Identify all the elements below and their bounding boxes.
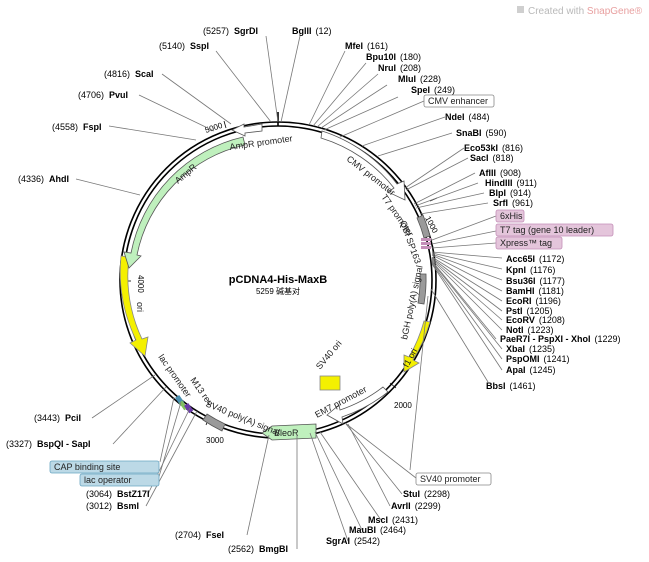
qbi-sp163-label: QBI SP163 — [398, 219, 423, 265]
site-bbsi: BbsI(1461) — [486, 381, 536, 391]
site-sgrai: SgrAI(2542) — [326, 536, 380, 546]
sv40-polya-box — [202, 413, 226, 432]
site-bamhi: BamHI(1181) — [506, 286, 564, 296]
site-ecori: EcoRI(1196) — [506, 296, 561, 306]
boxed-feature-labels: CMV enhancer 6xHis T7 tag (gene 10 leade… — [49, 94, 614, 487]
svg-text:Created with SnapGene®: Created with SnapGene® — [528, 6, 643, 17]
site-pvui: (4706)PvuI — [78, 90, 128, 100]
site-bglii: BglII(12) — [292, 26, 332, 36]
site-msci: MscI(2431) — [368, 515, 418, 525]
sv40-polya-label: SV40 poly(A) signal — [204, 399, 281, 438]
site-sgrdi: (5257)SgrDI — [203, 26, 258, 36]
site-spei: SpeI(249) — [411, 85, 455, 95]
site-eco53ki: Eco53kI(816) — [464, 143, 523, 153]
bleor-arrow — [261, 423, 317, 441]
site-avrii: AvrII(2299) — [391, 501, 441, 511]
site-paer7i: PaeR7I - PspXI - XhoI(1229) — [500, 334, 621, 344]
ori-arrow — [119, 255, 149, 357]
site-bspqi-sapi: (3327)BspQI - SapI — [6, 439, 91, 449]
site-xbai: XbaI(1235) — [506, 344, 555, 354]
site-noti: NotI(1223) — [506, 325, 554, 335]
ampr-arrow — [123, 136, 246, 269]
site-pcii: (3443)PciI — [34, 413, 81, 423]
watermark-brand: SnapGene® — [587, 6, 643, 17]
ampr-promoter-arrow — [231, 123, 263, 137]
sv40-ori-box — [319, 375, 341, 391]
site-ndei: NdeI(484) — [445, 112, 490, 122]
cmv-promoter-arrow — [320, 130, 406, 201]
f1-ori-arrow — [403, 320, 431, 373]
site-scai: (4816)ScaI — [104, 69, 154, 79]
site-kpni: KpnI(1176) — [506, 265, 555, 275]
restriction-sites: (5257)SgrDI BglII(12) (5140)SspI MfeI(16… — [6, 26, 621, 554]
xpress-tag-mark — [421, 246, 431, 249]
site-hindiii: HindIII(911) — [485, 178, 537, 188]
site-ecorv: EcoRV(1208) — [506, 315, 565, 325]
ori-label: ori — [135, 302, 145, 312]
tick-4000: 4000 — [136, 275, 145, 293]
ampr-promoter-label: AmpR promoter — [229, 133, 293, 152]
site-ahdi: (4336)AhdI — [18, 174, 69, 184]
plasmid-name: pCDNA4-His-MaxB — [229, 274, 327, 286]
watermark: Created with SnapGene® — [517, 6, 643, 17]
cmv-enhancer-label: CMV enhancer — [428, 96, 488, 106]
site-aflii: AflII(908) — [479, 168, 521, 178]
site-fsei: (2704)FseI — [175, 530, 224, 540]
site-acc65i: Acc65I(1172) — [506, 254, 564, 264]
site-bpu10i: Bpu10I(180) — [366, 52, 421, 62]
site-saci: SacI(818) — [470, 153, 514, 163]
em7-promoter-arrow — [326, 386, 389, 425]
6xhis-mark — [421, 238, 431, 241]
site-bsmi: (3012)BsmI — [86, 501, 139, 511]
site-mlui: MluI(228) — [398, 74, 441, 84]
site-blpi: BlpI(914) — [489, 188, 531, 198]
lac-promoter-label: lac promoter — [156, 352, 193, 399]
site-bstz17i: (3064)BstZ17I — [86, 489, 150, 499]
site-apai: ApaI(1245) — [506, 365, 556, 375]
plasmid-length: 5259 碱基对 — [256, 286, 300, 296]
site-pspomi: PspOMI(1241) — [506, 354, 570, 364]
watermark-prefix: Created with — [528, 6, 587, 17]
site-nrui: NruI(208) — [378, 63, 421, 73]
site-srfi: SrfI(961) — [493, 198, 533, 208]
snapgene-logo-icon — [517, 6, 524, 13]
site-snabi: SnaBI(590) — [456, 128, 507, 138]
lac-operator-mark — [184, 403, 194, 414]
site-maubi: MauBI(2464) — [349, 525, 406, 535]
site-bmgbi: (2562)BmgBI — [228, 544, 288, 554]
site-sspi: (5140)SspI — [159, 41, 209, 51]
bleor-label: BleoR — [274, 428, 299, 438]
site-stui: StuI(2298) — [403, 489, 450, 499]
sv40-promoter-label: SV40 promoter — [420, 474, 481, 484]
cap-binding-site-label: CAP binding site — [54, 462, 120, 472]
t7-tag-mark — [421, 242, 431, 245]
site-leader-lines — [75, 35, 503, 549]
site-fspi: (4558)FspI — [52, 122, 102, 132]
tick-2000: 2000 — [394, 401, 412, 410]
tick-3000: 3000 — [206, 436, 224, 445]
lac-operator-label: lac operator — [84, 475, 132, 485]
6xhis-label: 6xHis — [500, 211, 523, 221]
xpress-tag-label: Xpress™ tag — [500, 238, 552, 248]
site-bsu36i: Bsu36I(1177) — [506, 276, 565, 286]
lac-promoter-mark — [179, 400, 188, 411]
site-psti: PstI(1205) — [506, 306, 553, 316]
bgh-polya-box — [417, 273, 427, 305]
site-mfei: MfeI(161) — [345, 41, 388, 51]
sv40-ori-label: SV40 ori — [314, 338, 344, 371]
t7-tag-label: T7 tag (gene 10 leader) — [500, 225, 594, 235]
